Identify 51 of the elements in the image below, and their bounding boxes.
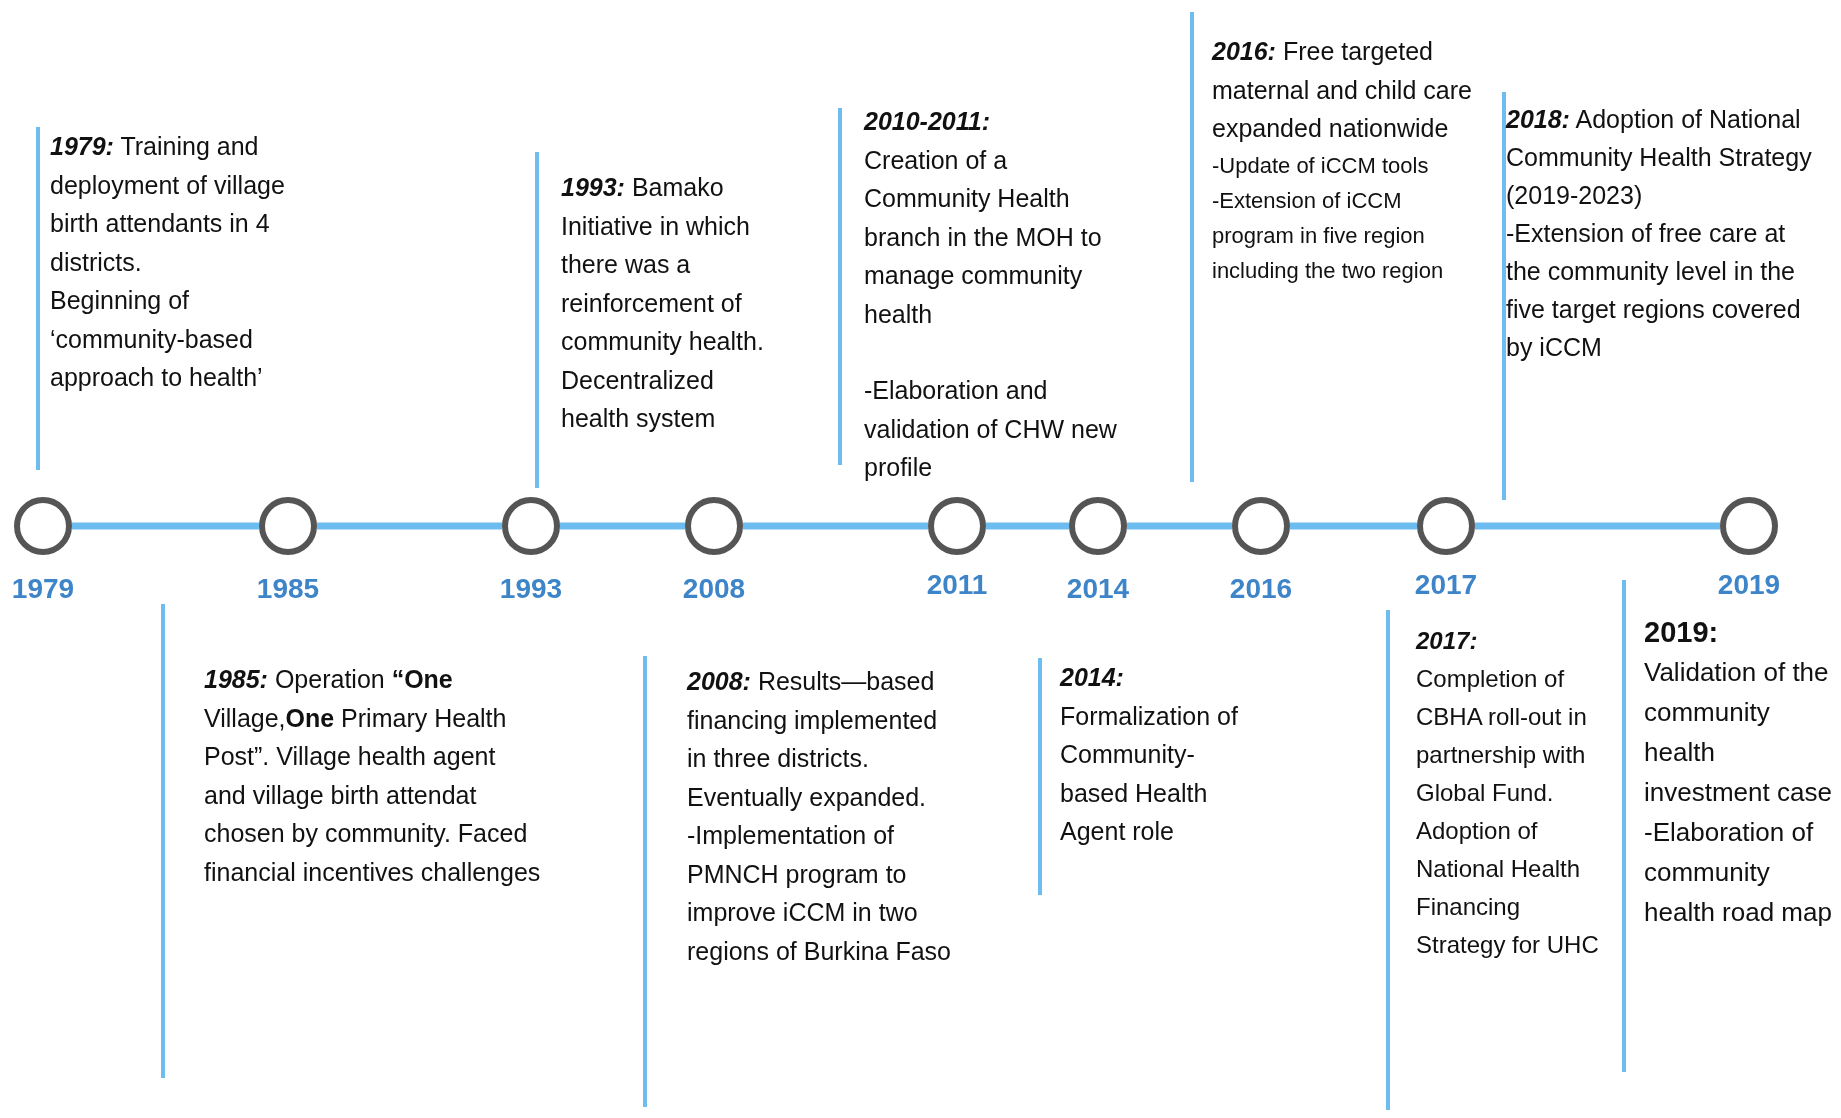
event-description: -Extension of iCCM program in five region including the two region <box>1212 186 1445 285</box>
timeline-circle <box>928 497 986 555</box>
event-marker-bar <box>1502 92 1506 500</box>
timeline-circle <box>1720 497 1778 555</box>
event-description: 1993: Bamako Initiative in which there was a reinforcement of community health. <box>561 172 765 357</box>
event-year: 2010-2011: <box>864 106 992 137</box>
event-description: Validation of the community health investment case <box>1644 656 1833 809</box>
event-marker-bar <box>1190 12 1194 482</box>
event-description: -Update of iCCM tools <box>1212 151 1430 180</box>
timeline-circle <box>1417 497 1475 555</box>
event-description: Decentralized health system <box>561 364 717 434</box>
event-description: Beginning of ‘community-based approach to health’ <box>50 285 264 393</box>
event-marker-bar <box>1622 580 1626 1072</box>
event-description: Completion of CBHA roll-out in partnership with Global Fund. <box>1416 664 1588 808</box>
year-label: 1979 <box>11 573 75 605</box>
event-description: 2016: Free targeted maternal and child care expanded nationwide <box>1212 36 1473 144</box>
event-marker-bar <box>535 152 539 488</box>
event-description: -Elaboration of community health road map <box>1644 816 1833 929</box>
year-label: 2017 <box>1414 569 1478 601</box>
event-marker-bar <box>1038 658 1042 895</box>
event-description: Adoption of National Health Financing Strategy for UHC <box>1416 816 1600 960</box>
timeline-circle <box>1232 497 1290 555</box>
event-description: Creation of a Community Health branch in the MOH to manage community health <box>864 144 1103 330</box>
year-label: 2011 <box>926 569 988 601</box>
year-label: 1985 <box>256 573 320 605</box>
event-year: 2017: <box>1416 626 1479 656</box>
timeline-circle <box>259 497 317 555</box>
event-description: 2018: Adoption of National Community Health Strategy (2019-2023) <box>1506 104 1813 211</box>
event-year: 2019: <box>1644 615 1720 650</box>
event-description: -Extension of free care at the community level in the five target regions covered by iCCM <box>1506 218 1802 363</box>
event-description: Formalization of Community-based Health Agent role <box>1060 700 1239 847</box>
event-description: 1979: Training and deployment of village birth attendants in 4 districts. <box>50 131 286 278</box>
event-description: -Implementation of PMNCH program to improve iCCM in two regions of Burkina Faso <box>687 820 953 967</box>
event-marker-bar <box>161 604 165 1078</box>
timeline-circle <box>685 497 743 555</box>
timeline-circle <box>1069 497 1127 555</box>
event-marker-bar <box>643 656 647 1107</box>
event-description: 2008: Results—based financing implemented in three districts. Eventually expanded. <box>687 666 939 813</box>
year-label: 2016 <box>1229 573 1293 605</box>
event-year: 2014: <box>1060 662 1125 693</box>
year-label: 2019 <box>1717 569 1781 601</box>
year-label: 2008 <box>682 573 746 605</box>
year-label: 2014 <box>1066 573 1130 605</box>
event-marker-bar <box>36 127 40 470</box>
event-description: 1985: Operation “One Village,One Primary Health Post”. Village health agent and village birth attendat chosen by community. Faced financial incentives challenges <box>204 664 542 888</box>
timeline-circle <box>502 497 560 555</box>
timeline-circle <box>14 497 72 555</box>
event-marker-bar <box>1386 610 1390 1110</box>
event-marker-bar <box>838 108 842 465</box>
year-label: 1993 <box>499 573 563 605</box>
event-description: -Elaboration and validation of CHW new profile <box>864 375 1118 483</box>
